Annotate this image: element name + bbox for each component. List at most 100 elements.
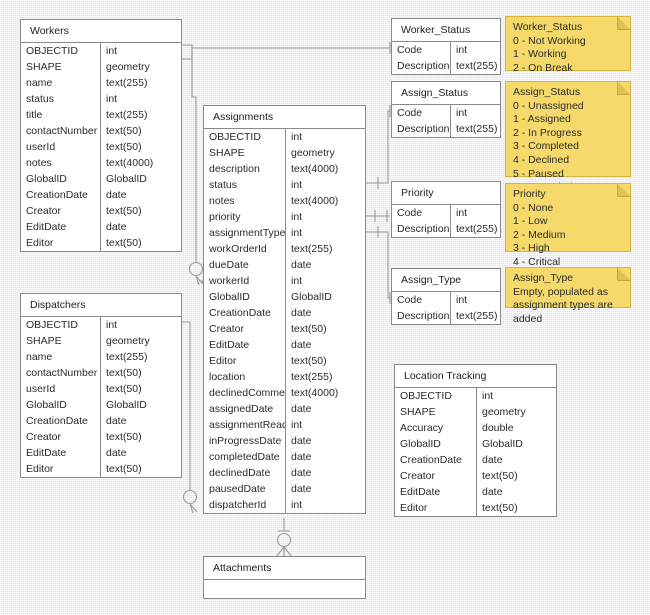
field-row[interactable]: Editor text(50) [21, 461, 181, 477]
field-row[interactable]: declinedComment text(4000) [204, 385, 365, 401]
field-type: int [291, 211, 303, 223]
field-row[interactable]: contactNumber text(50) [21, 365, 181, 381]
field-name: Editor [21, 461, 101, 477]
field-type: text(255) [291, 371, 333, 383]
field-type: int [291, 419, 303, 431]
field-name: userId [21, 381, 101, 397]
field-name: declinedComment [204, 385, 286, 401]
field-name: contactNumber [21, 365, 101, 381]
field-type: int [106, 319, 118, 331]
field-name: EditDate [21, 445, 101, 461]
entity-title: Dispatchers [21, 294, 181, 317]
field-type: text(50) [106, 463, 142, 475]
field-name: GlobalID [21, 397, 101, 413]
field-name: name [21, 349, 101, 365]
field-name: dispatcherId [204, 497, 286, 513]
field-type: text(4000) [291, 387, 339, 399]
field-type: geometry [106, 335, 150, 347]
field-type: int [291, 499, 303, 511]
field-name: GlobalID [21, 171, 101, 187]
entity-attachments[interactable]: Attachments [203, 556, 366, 599]
field-type: text(4000) [291, 163, 339, 175]
field-name: OBJECTID [204, 129, 286, 145]
field-type: text(50) [106, 367, 142, 379]
note-line: 2 - Medium [513, 228, 566, 241]
field-row[interactable]: dispatcherId int [204, 497, 365, 513]
